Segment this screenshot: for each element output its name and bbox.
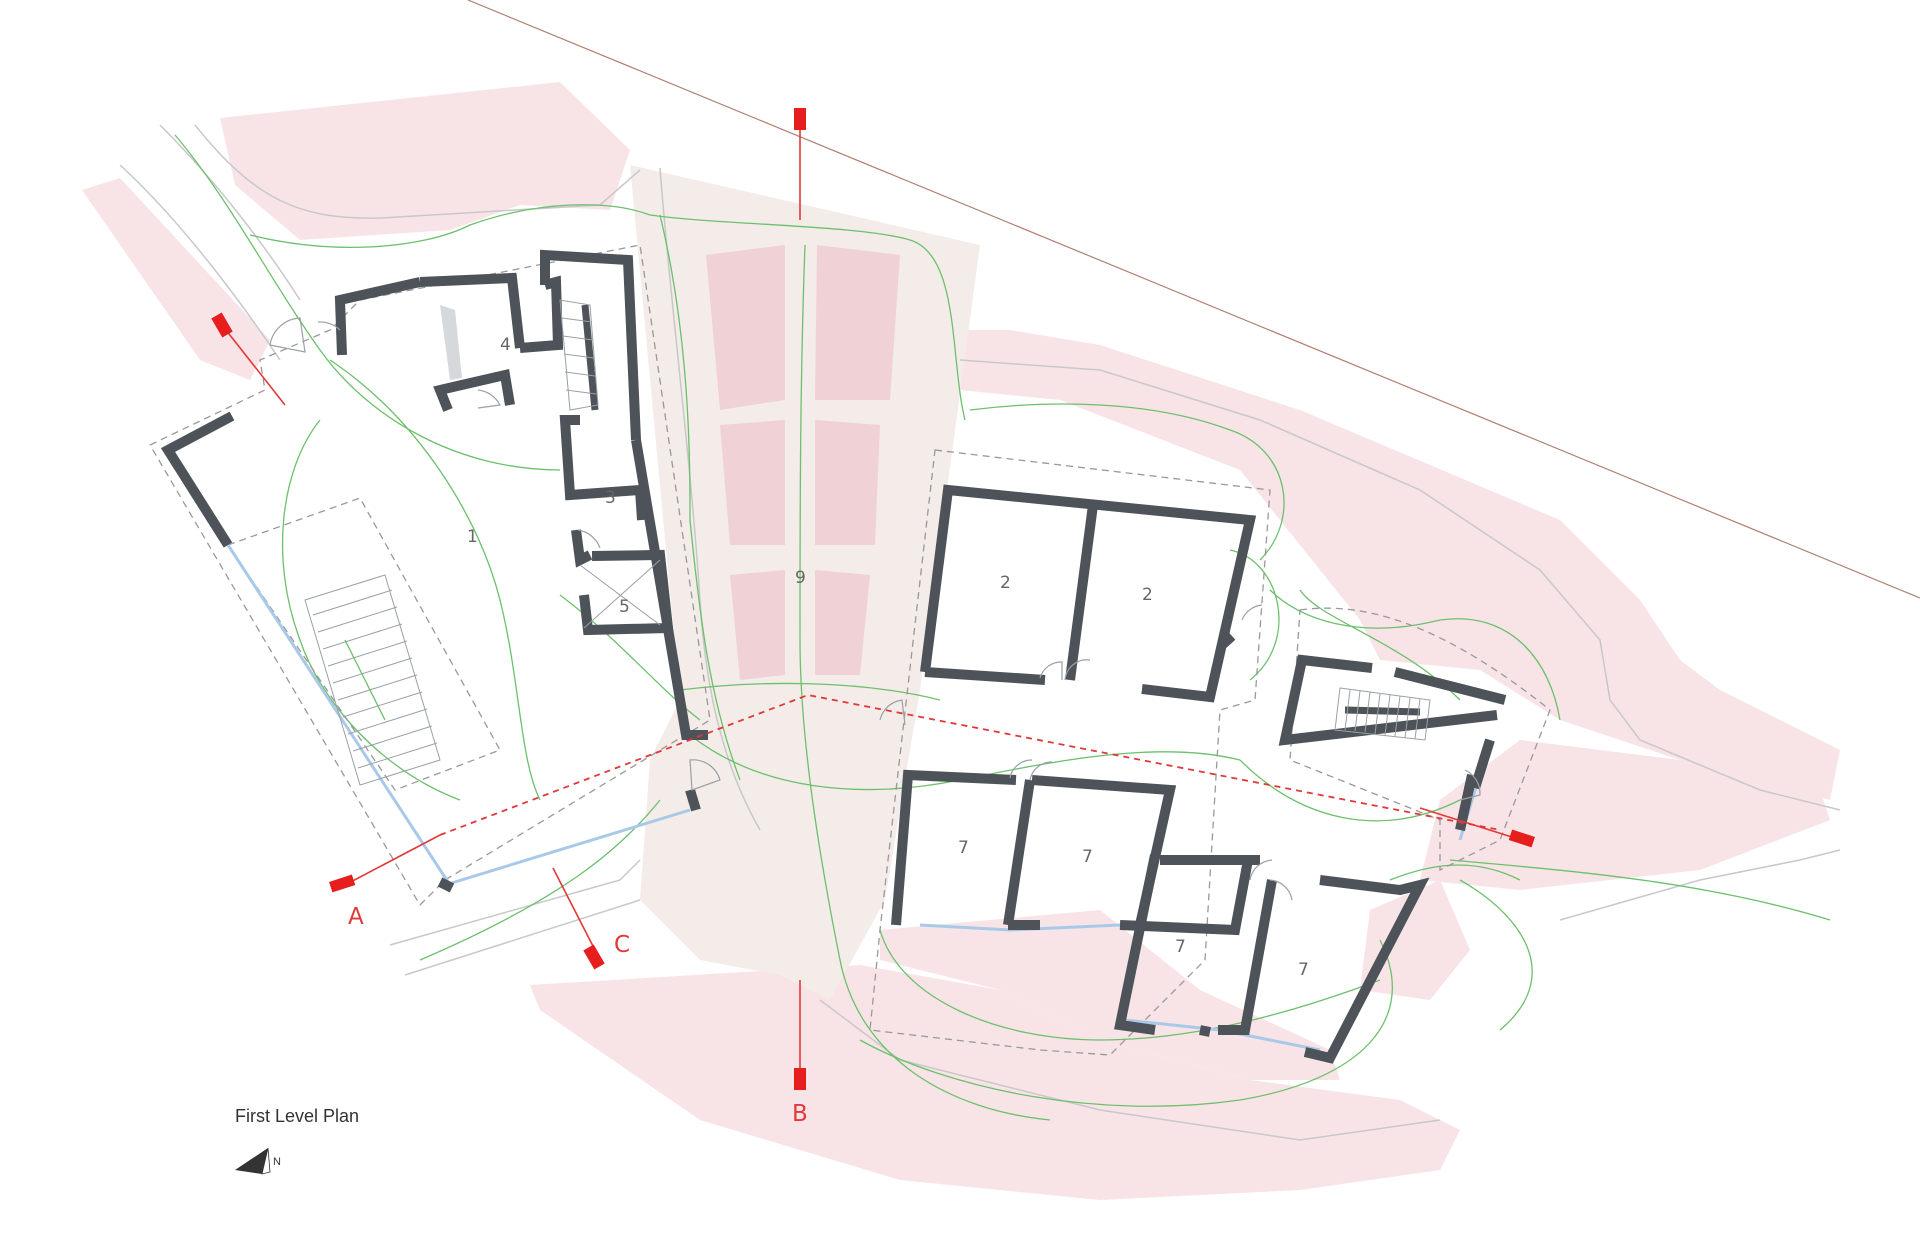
room-labels: 1 2 2 3 4 5 7 7 7 7 9 xyxy=(467,335,1309,980)
planting-beds xyxy=(706,245,900,680)
site-edges xyxy=(119,124,1841,1141)
circulation-paths xyxy=(174,134,1831,1121)
plan-title: First Level Plan xyxy=(235,1106,359,1126)
room-label: 2 xyxy=(1142,585,1153,605)
stairs xyxy=(304,299,1431,786)
room-label: 7 xyxy=(1175,937,1186,957)
room-label: 5 xyxy=(619,597,630,617)
room-label: 7 xyxy=(1082,847,1093,867)
section-label-b: B xyxy=(792,1101,808,1127)
room-label: 7 xyxy=(1298,960,1309,980)
north-label: N xyxy=(273,1156,281,1168)
section-extra-marker xyxy=(211,312,233,338)
section-c-marker xyxy=(583,944,605,970)
section-label-a: A xyxy=(348,904,364,930)
section-a-dash xyxy=(439,694,1501,836)
east-building-walls xyxy=(891,484,1430,1064)
section-b-marker-north xyxy=(794,108,806,130)
section-a-marker-east xyxy=(1508,829,1535,848)
room-label: 9 xyxy=(795,568,806,588)
door-swings xyxy=(269,317,1481,901)
section-label-c: C xyxy=(614,932,630,958)
north-arrow-icon xyxy=(235,1147,271,1175)
section-a-line xyxy=(344,834,441,886)
section-a-marker-west xyxy=(329,874,356,893)
footprint-outlines xyxy=(149,244,1551,1056)
section-c-line xyxy=(552,867,597,953)
room-label: 3 xyxy=(605,488,616,508)
room-label: 1 xyxy=(467,527,478,547)
section-b-marker-south xyxy=(794,1068,806,1090)
room-label: 4 xyxy=(500,335,511,355)
room-label: 2 xyxy=(1000,573,1011,593)
property-line xyxy=(467,0,1920,599)
landscape-zones xyxy=(82,82,1840,1200)
room-label: 7 xyxy=(958,838,969,858)
section-cuts xyxy=(211,108,1535,1090)
